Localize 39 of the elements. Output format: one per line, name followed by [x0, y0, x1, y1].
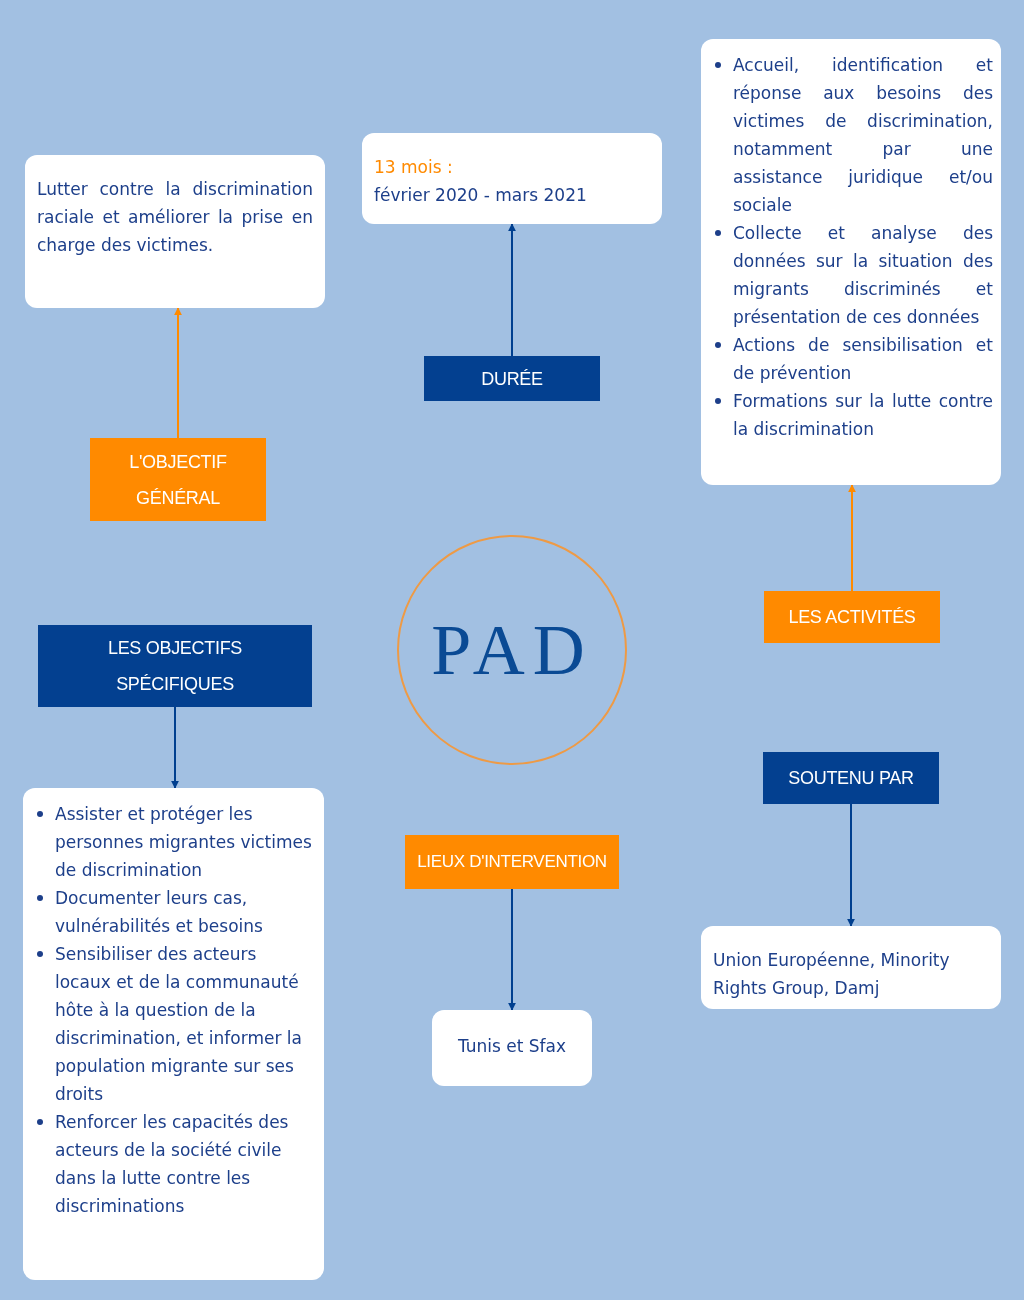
- heading-text: SOUTENU PAR: [788, 767, 914, 790]
- bullet-text: Accueil, identification et réponse aux besoins des victimes de discrimination, notamment par une assistance juridique et/ou sociale: [733, 54, 993, 217]
- bullet-text: Sensibiliser des acteurs locaux et de la communauté hôte à la question de la discrimination, et informer la population migrante sur ses droits: [55, 943, 303, 1106]
- heading-text: DURÉE: [481, 367, 543, 391]
- card-text: Tunis et Sfax: [456, 1035, 568, 1058]
- bullet-text: Renforcer les capacités des acteurs de la société civile dans la lutte contre les discriminations: [55, 1111, 290, 1218]
- arrow: [508, 223, 516, 357]
- heading-box: [763, 752, 939, 804]
- heading-box: [764, 591, 940, 643]
- bullet-text: Formations sur la lutte contre la discrimination: [733, 390, 993, 441]
- info-card: [25, 155, 325, 308]
- card-text: Union Européenne, Minority Rights Group, Damj: [713, 949, 951, 1000]
- bullet-text: Actions de sensibilisation et de prévention: [733, 334, 993, 385]
- heading-box: [424, 356, 600, 401]
- center-title: PAD: [431, 608, 593, 692]
- bullet-text: Assister et protéger les personnes migrantes victimes de discrimination: [55, 803, 313, 882]
- heading-box: [405, 835, 619, 889]
- heading-box: [90, 438, 266, 521]
- heading-text: LIEUX D'INTERVENTION: [417, 851, 607, 873]
- arrow: [848, 484, 856, 592]
- heading-text: L'OBJECTIF GÉNÉRAL: [128, 450, 228, 510]
- arrow: [174, 307, 182, 439]
- heading-text: LES OBJECTIFS SPÉCIFIQUES: [106, 637, 244, 696]
- card-text: 13 mois :: [374, 156, 454, 179]
- info-card: [432, 1010, 592, 1086]
- info-card: [23, 788, 324, 1280]
- heading-text: LES ACTIVITÉS: [788, 606, 916, 629]
- card-text: Lutter contre la discrimination raciale et améliorer la prise en charge des victimes.: [37, 178, 313, 257]
- info-card: [362, 133, 662, 224]
- heading-box: [38, 625, 312, 707]
- center-circle: [397, 535, 627, 765]
- bullet-text: Collecte et analyse des données sur la situation des migrants discriminés et présentation de ces données: [733, 222, 993, 329]
- info-card: [701, 926, 1001, 1009]
- arrow: [171, 706, 179, 789]
- bullet-text: Documenter leurs cas, vulnérabilités et besoins: [55, 887, 264, 938]
- info-card: [701, 39, 1001, 485]
- arrow: [508, 888, 516, 1011]
- card-text: février 2020 - mars 2021: [374, 184, 588, 207]
- arrow: [847, 803, 855, 927]
